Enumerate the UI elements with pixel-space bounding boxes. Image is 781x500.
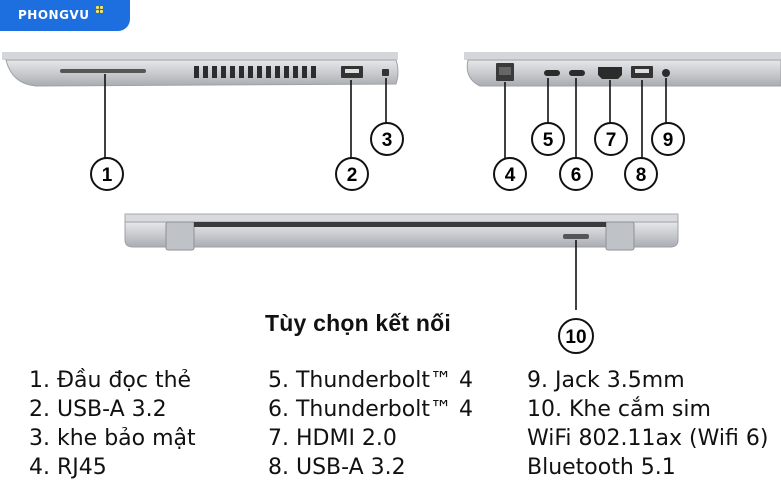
callout-1: 1 xyxy=(90,157,124,191)
svg-text:4: 4 xyxy=(505,165,516,186)
laptop-left-side xyxy=(2,52,399,87)
list-item: 8. USB-A 3.2 xyxy=(268,455,406,480)
list-item: 7. HDMI 2.0 xyxy=(268,426,397,451)
hdmi-port xyxy=(598,67,622,79)
svg-text:3: 3 xyxy=(382,130,393,151)
svg-text:10: 10 xyxy=(565,327,586,348)
list-item: 6. Thunderbolt™ 4 xyxy=(268,397,473,422)
callout-8: 8 xyxy=(624,157,658,191)
laptop-ports-diagram: 1 2 3 4 5 6 7 8 9 xyxy=(2,52,781,310)
list-item: 3. khe bảo mật xyxy=(29,426,196,451)
card-reader-slot xyxy=(60,69,146,73)
callout-6: 6 xyxy=(559,157,593,191)
port-list-column-3: 9. Jack 3.5mm 10. Khe cắm sim WiFi 802.1… xyxy=(527,366,768,482)
list-item: Bluetooth 5.1 xyxy=(527,455,676,480)
sim-slot xyxy=(563,234,589,239)
thunderbolt-port-2 xyxy=(569,70,585,76)
callout-7: 7 xyxy=(594,122,628,156)
port-list-column-1: 1. Đầu đọc thẻ 2. USB-A 3.2 3. khe bảo m… xyxy=(29,366,196,482)
laptop-back-view xyxy=(124,213,679,251)
list-item: 2. USB-A 3.2 xyxy=(29,397,167,422)
svg-text:5: 5 xyxy=(543,130,554,151)
heading-text: Tùy chọn kết nối xyxy=(265,310,451,336)
logo-text: PHONGVU xyxy=(18,8,90,22)
laptop-right-side xyxy=(464,52,781,87)
callout-3: 3 xyxy=(370,122,404,156)
hinge-right xyxy=(605,221,635,251)
callout-10: 10 xyxy=(558,318,594,354)
thunderbolt-port-1 xyxy=(544,70,560,76)
list-item: 4. RJ45 xyxy=(29,455,107,480)
logo-dots-icon xyxy=(96,6,104,14)
list-item: 5. Thunderbolt™ 4 xyxy=(268,368,473,393)
svg-text:2: 2 xyxy=(347,165,358,186)
list-item: 9. Jack 3.5mm xyxy=(527,368,685,393)
port-list-column-2: 5. Thunderbolt™ 4 6. Thunderbolt™ 4 7. H… xyxy=(268,366,473,482)
svg-text:9: 9 xyxy=(663,130,674,151)
svg-text:1: 1 xyxy=(102,165,113,186)
phongvu-logo: PHONGVU xyxy=(0,0,130,31)
hinge-left xyxy=(165,221,195,251)
svg-text:7: 7 xyxy=(606,130,617,151)
security-slot xyxy=(382,69,389,76)
callout-5: 5 xyxy=(531,122,565,156)
svg-text:6: 6 xyxy=(571,165,582,186)
svg-text:8: 8 xyxy=(636,165,647,186)
list-item: WiFi 802.11ax (Wifi 6) xyxy=(527,426,769,451)
callout-markers: 1 2 3 4 5 6 7 8 9 xyxy=(90,122,685,191)
callout-9: 9 xyxy=(651,122,685,156)
vent-grille xyxy=(194,66,316,78)
leader-lines xyxy=(104,74,667,310)
list-item: 1. Đầu đọc thẻ xyxy=(29,368,192,393)
audio-jack xyxy=(662,69,670,77)
callout-2: 2 xyxy=(335,157,369,191)
list-item: 10. Khe cắm sim xyxy=(527,397,711,422)
callout-4: 4 xyxy=(493,157,527,191)
